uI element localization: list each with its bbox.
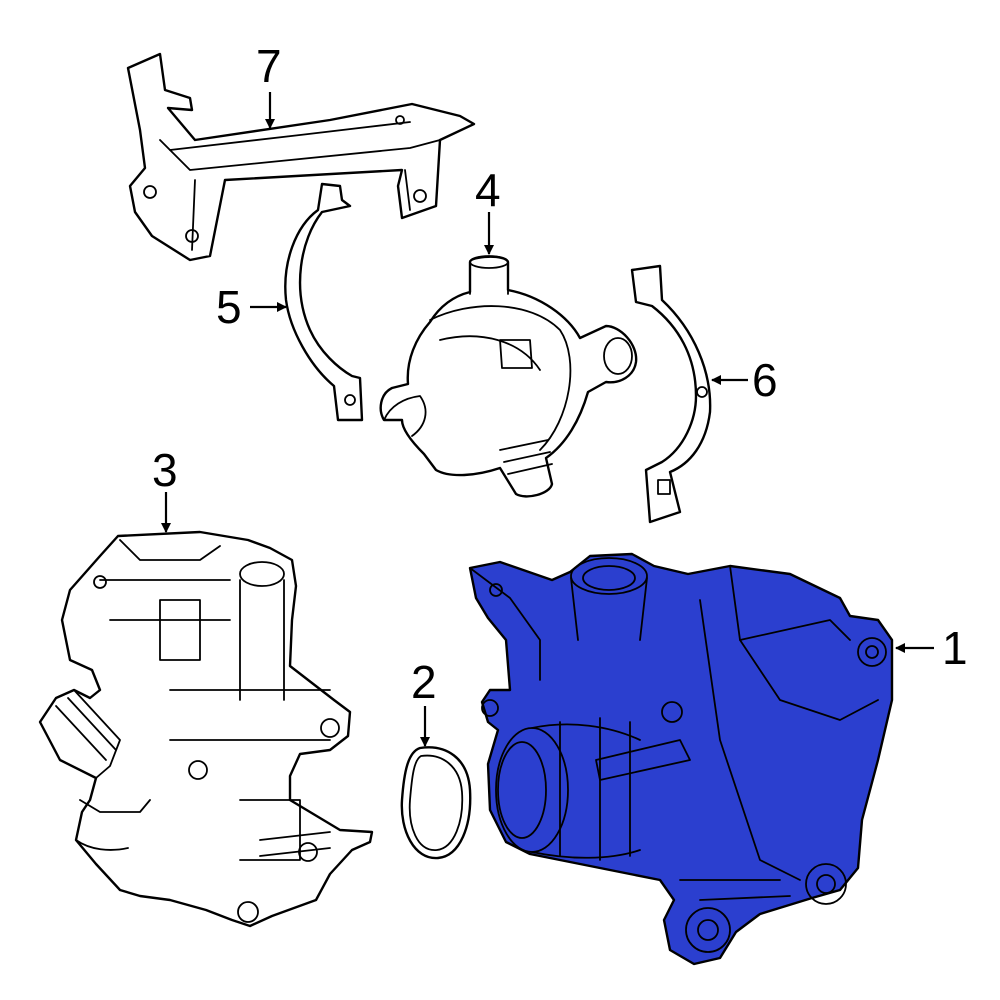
callout-3: 3 <box>152 444 178 496</box>
callout-7: 7 <box>256 40 282 92</box>
leader-lines <box>161 92 934 747</box>
callout-4: 4 <box>475 164 501 216</box>
water-pump-assembly <box>468 552 894 966</box>
callout-1: 1 <box>942 622 968 674</box>
callout-labels: 7 4 5 6 3 2 1 <box>152 40 968 708</box>
mounting-strap-left <box>284 182 364 422</box>
mounting-bracket <box>126 52 476 262</box>
callout-6: 6 <box>752 354 778 406</box>
thermostat-housing <box>38 530 374 928</box>
auxiliary-pump <box>379 255 638 498</box>
mounting-strap-right <box>630 264 712 524</box>
callout-2: 2 <box>411 656 437 708</box>
callout-5: 5 <box>216 281 242 333</box>
water-pump-body <box>468 552 894 966</box>
gasket <box>400 746 472 860</box>
